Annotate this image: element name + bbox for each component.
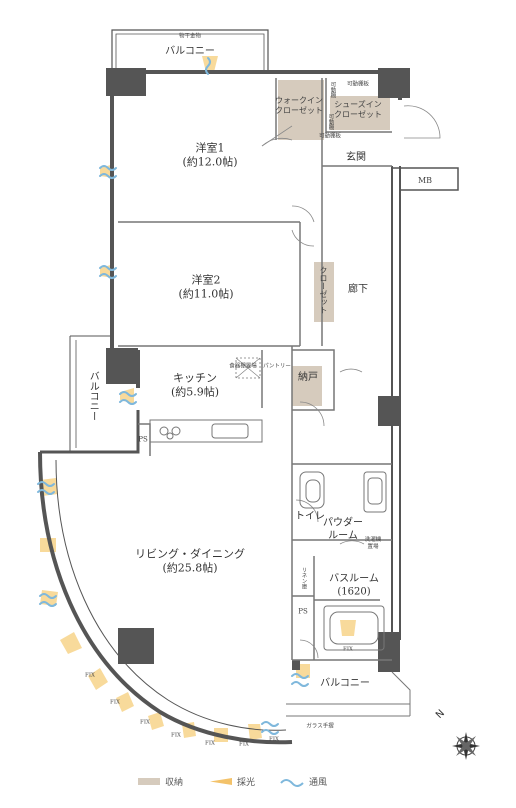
fix-window-label: FIX xyxy=(140,719,150,726)
legend-light-label: 採光 xyxy=(237,778,256,788)
movable-shelf-label-2: 可動棚 xyxy=(329,81,336,99)
storage-room-label: 納戸 xyxy=(298,371,318,383)
powder-room-label: パウダールーム xyxy=(323,517,363,542)
walkin-closet-label: ウォークインクローゼット xyxy=(275,96,323,115)
fix-window-label: FIX xyxy=(171,732,181,739)
legend-wind-swatch xyxy=(280,778,304,787)
dish-cabinet-label: 食器棚置場 xyxy=(229,363,257,370)
shoesin-closet-label: シューズインクローゼット xyxy=(334,100,382,119)
hallway-label: 廊下 xyxy=(348,283,368,295)
linen-storage-label: リネン庫 xyxy=(300,567,307,589)
balcony-top-label: バルコニー xyxy=(165,45,215,57)
wind-marks xyxy=(37,57,309,735)
toilet-label: トイレ xyxy=(295,510,325,522)
western-room-2-label: 洋室2(約11.0帖) xyxy=(178,273,234,300)
legend-light: 採光 xyxy=(210,775,255,788)
ps-kitchen-label: PS xyxy=(138,435,148,444)
storage-areas xyxy=(278,80,390,406)
bottom-balcony xyxy=(286,671,411,717)
glass-handrail-label: ガラス手摺 xyxy=(306,723,334,730)
legend-wind-label: 通風 xyxy=(309,778,328,788)
ps-bath-label: PS xyxy=(298,607,308,616)
wall-columns xyxy=(106,68,410,672)
legend-wind: 通風 xyxy=(280,775,327,788)
fix-window-label: FIX xyxy=(343,646,353,653)
door-swings xyxy=(261,105,441,659)
fix-window-label: FIX xyxy=(205,740,215,747)
movable-shelf-label: 可動棚板 xyxy=(346,81,370,88)
legend-light-swatch xyxy=(210,778,232,785)
balcony-left-label: バルコニー xyxy=(87,371,99,421)
washer-space-label: 洗濯機置場 xyxy=(364,537,382,550)
fix-window-label: FIX xyxy=(110,699,120,706)
legend-storage: 収納 xyxy=(138,775,183,788)
bathroom-label: バスルーム(1620) xyxy=(329,573,379,598)
movable-shelf-label-3: 可動棚板 xyxy=(318,133,342,140)
western-room-1-label: 洋室1(約12.0帖) xyxy=(182,141,238,168)
compass-rose xyxy=(452,732,480,760)
kitchen-label: キッチン(約5.9帖) xyxy=(170,371,220,398)
kitchen-counter xyxy=(149,357,263,443)
entrance-label: 玄関 xyxy=(346,151,366,163)
drying-hardware-label: 物干金物 xyxy=(178,33,202,40)
fix-window-label: FIX xyxy=(85,672,95,679)
legend-storage-label: 収納 xyxy=(165,778,184,788)
fix-window-label: FIX xyxy=(239,741,249,748)
legend-storage-swatch xyxy=(138,778,160,785)
living-dining-label: リビング・ダイニング(約25.8帖) xyxy=(135,547,245,574)
mb-label: MB xyxy=(417,176,433,185)
fix-window-label: FIX xyxy=(269,736,279,743)
movable-shelf-label-4: 可動棚 xyxy=(327,113,334,131)
bath-fixtures xyxy=(299,471,387,651)
balcony-bottom-label: バルコニー xyxy=(320,677,370,689)
closet-label: クローゼット xyxy=(319,266,328,314)
pantry-label: パントリー xyxy=(263,363,291,370)
